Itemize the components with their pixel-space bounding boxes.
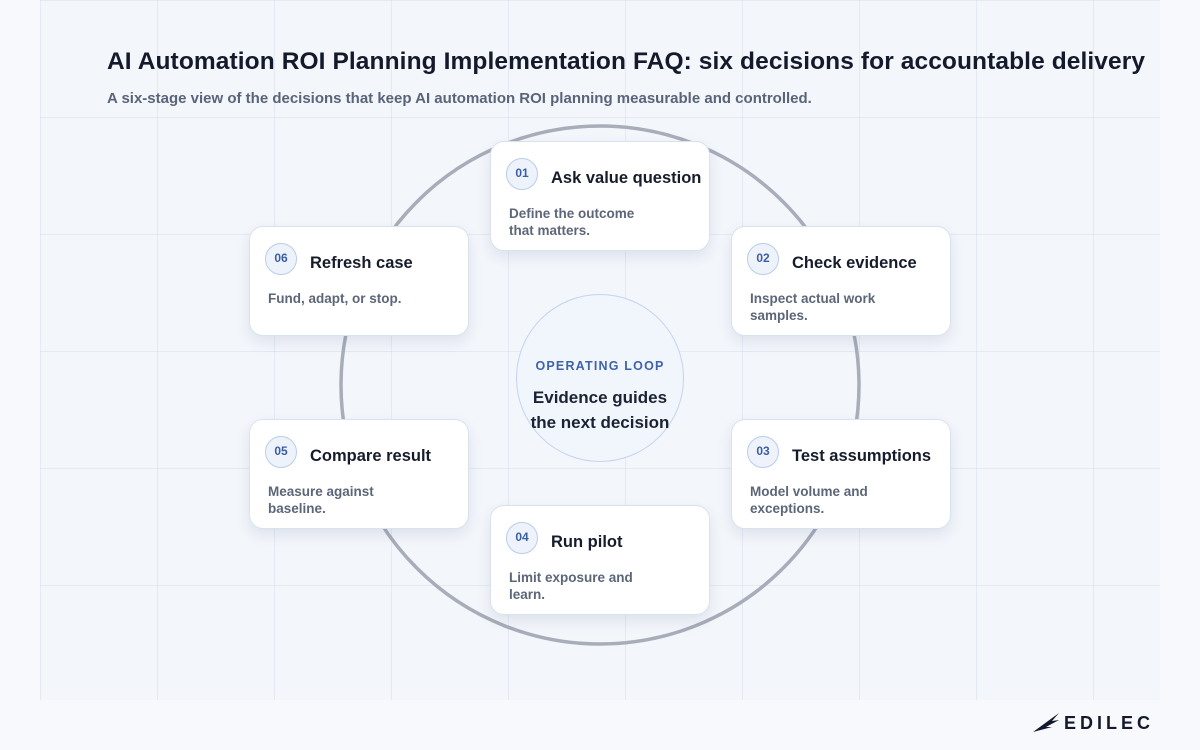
stage-card-3: 03 Test assumptions Model volume and exc… — [731, 419, 951, 529]
stage-title: Compare result — [310, 447, 432, 465]
stage-card-5: 05 Compare result Measure against baseli… — [249, 419, 469, 529]
stage-description: Fund, adapt, or stop. — [268, 291, 402, 306]
stage-title: Refresh case — [310, 254, 413, 272]
stage-description: Measure against baseline. — [268, 484, 374, 516]
stage-description: Model volume and exceptions. — [750, 484, 868, 516]
stage-card-4: 04 Run pilot Limit exposure and learn. — [490, 505, 710, 615]
stage-description: Inspect actual work samples. — [750, 291, 876, 323]
stage-number-badge: 01 — [506, 158, 538, 190]
stage-description: Define the outcome that matters. — [509, 206, 635, 238]
stage-number-badge: 02 — [747, 243, 779, 275]
stage-title: Test assumptions — [792, 447, 932, 465]
brand-name: EDILEC — [1064, 713, 1155, 733]
stage-number-badge: 04 — [506, 522, 538, 554]
stage-number-badge: 05 — [265, 436, 297, 468]
stage-card-1: 01 Ask value question Define the outcome… — [490, 141, 710, 251]
stage-title: Ask value question — [551, 169, 702, 187]
wing-logo-icon — [1033, 713, 1059, 732]
stage-number-badge: 06 — [265, 243, 297, 275]
stage-card-2: 02 Check evidence Inspect actual work sa… — [731, 226, 951, 336]
stage-description: Limit exposure and learn. — [509, 570, 633, 602]
stage-title: Check evidence — [792, 254, 917, 272]
stage-number-badge: 03 — [747, 436, 779, 468]
hub-text: Evidence guides the next decision — [530, 388, 670, 432]
page-subtitle: A six-stage view of the decisions that k… — [107, 90, 812, 107]
operating-loop-hub: OPERATING LOOP Evidence guides the next … — [516, 294, 684, 462]
hub-kicker: OPERATING LOOP — [535, 359, 665, 373]
page-title: AI Automation ROI Planning Implementatio… — [107, 48, 1146, 75]
stage-card-6: 06 Refresh case Fund, adapt, or stop. — [249, 226, 469, 336]
stage-title: Run pilot — [551, 533, 623, 551]
